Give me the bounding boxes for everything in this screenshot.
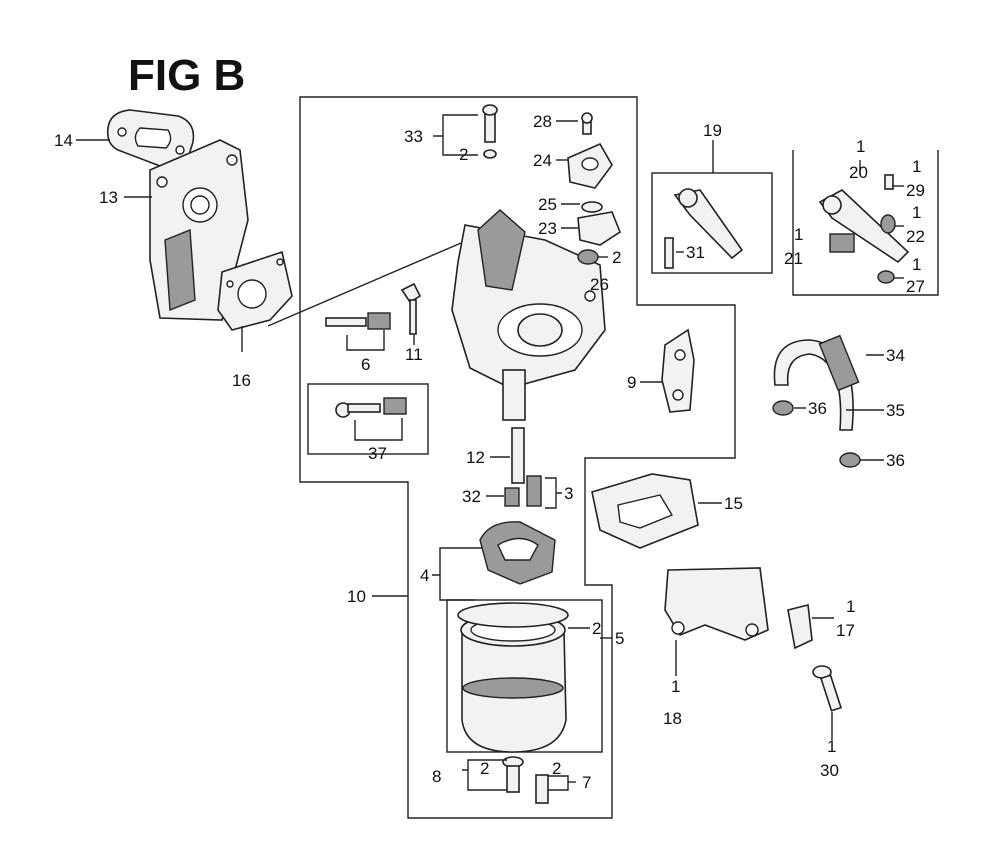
callout-36-upper: 36 [808,399,827,418]
part-36-clamp-upper [772,400,794,416]
callout-31: 31 [686,243,705,262]
callout-25: 25 [538,195,557,214]
callout-13: 13 [99,188,118,207]
callout-18: 18 [663,709,682,728]
part-37-pilot-screw [335,397,407,418]
pilot-screw-kit-box [307,383,429,455]
part-6-screw [325,312,391,330]
part-27-nut [877,270,895,284]
carburetor-body [451,209,606,421]
callout-20-qty: 1 [856,137,865,156]
callout-9: 9 [627,373,636,392]
callout-7-qty: 2 [552,759,561,778]
callout-35: 35 [886,401,905,420]
callout-16: 16 [232,371,251,390]
callout-12: 12 [466,448,485,467]
callout-29-qty: 1 [912,157,921,176]
callout-5: 5 [615,629,624,648]
callout-26: 26 [590,275,609,294]
callout-6: 6 [361,355,370,374]
part-17-clip [787,604,813,650]
part-24-cover [567,142,613,189]
part-25-washer [581,201,603,213]
part-34-tube [818,334,860,392]
leader-16-to-carburetor [267,239,469,327]
callout-29: 29 [906,181,925,200]
callout-23: 23 [538,219,557,238]
part-22-oring [880,214,896,234]
callout-8: 8 [432,767,441,786]
callout-8-qty: 2 [480,759,489,778]
leader-lines [76,114,904,791]
callout-18-qty: 1 [671,677,680,696]
part-7-drain-screw [535,774,549,804]
part-30-bolt [812,665,843,712]
callout-labels: 14 13 16 33 2 28 24 25 23 2 26 6 11 37 1… [54,112,925,792]
choke-lever-kit-box [651,172,773,274]
callout-19: 19 [703,121,722,140]
callout-27-qty: 1 [912,255,921,274]
callout-2-bowl-gasket: 2 [592,619,601,638]
callout-22: 22 [906,227,925,246]
callout-27: 27 [906,277,925,296]
choke-linkage-kit-box [792,150,939,296]
callout-30-qty: 1 [827,737,836,756]
figure-title: FIG B [128,51,245,100]
part-28-screw [581,112,593,135]
callout-32: 32 [462,487,481,506]
part-23-choke-cam [577,211,621,246]
callout-28: 28 [533,112,552,131]
part-11-screw [400,282,422,335]
callout-17: 17 [836,621,855,640]
part-18-heat-shield [664,567,769,641]
part-4-float [479,521,556,585]
part-15-gasket [591,473,699,549]
callout-37: 37 [368,444,387,463]
callout-33: 33 [404,127,423,146]
callout-15: 15 [724,494,743,513]
part-3-spring [526,475,542,507]
part-29-screw [884,174,894,190]
callout-14: 14 [54,131,73,150]
part-26-oring [577,249,599,265]
callout-33-qty: 2 [459,145,468,164]
part-12-nozzle [511,427,525,484]
part-2-bowl-gasket [457,602,569,628]
callout-21: 21 [784,249,803,268]
part-14-gasket [106,109,195,169]
callout-7: 7 [582,773,591,792]
part-19-choke-lever [664,188,744,269]
part-33-screw [482,104,498,159]
callout-20: 20 [849,163,868,182]
callout-11: 11 [405,345,423,364]
part-5-float-bowl [460,613,567,753]
part-16-gasket [217,250,293,331]
part-36-clamp-lower [839,452,861,468]
carburetor-assembly-boundary [299,96,736,819]
callout-30: 30 [820,761,839,780]
callout-22-qty: 1 [912,203,921,222]
callout-36-lower: 36 [886,451,905,470]
part-32-jet [504,487,520,507]
part-9-throttle-bracket [661,328,695,413]
callout-17-qty: 1 [846,597,855,616]
callout-4: 4 [420,566,429,585]
callout-21-qty: 1 [794,225,803,244]
callout-34: 34 [886,346,905,365]
callout-26-qty: 2 [612,248,621,267]
callout-24: 24 [533,151,552,170]
callout-3: 3 [564,484,573,503]
part-21-spring [829,233,855,253]
callout-10: 10 [347,587,366,606]
part-20-choke-lever [818,189,910,264]
part-8-drain-bolt [502,756,524,793]
